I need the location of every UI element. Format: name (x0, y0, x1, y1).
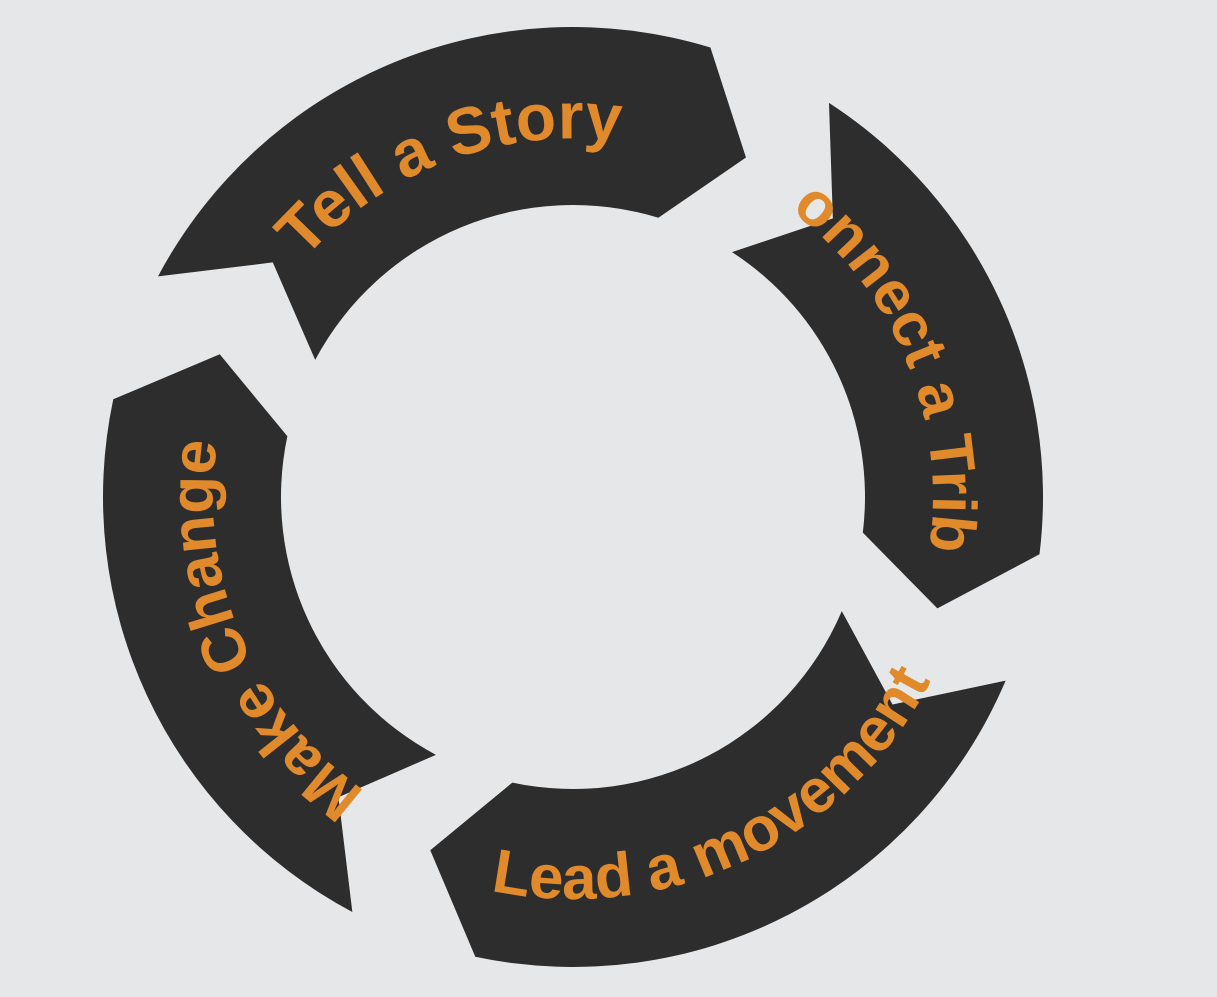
cycle-segment-3 (430, 611, 1006, 968)
cycle-segment-2 (732, 102, 1044, 609)
cycle-segment-4 (102, 354, 436, 912)
cycle-segment-1 (158, 27, 746, 360)
cycle-segments (102, 27, 1044, 968)
